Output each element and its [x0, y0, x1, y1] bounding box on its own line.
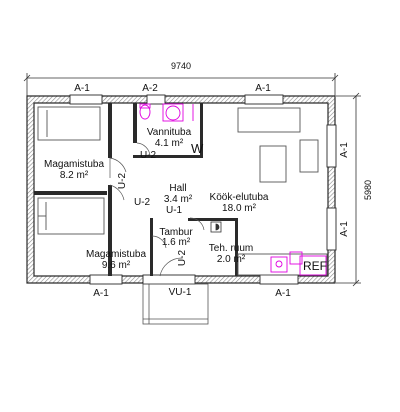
room-area-living-kitchen: 18.0 m²	[222, 203, 257, 214]
room-name-living-kitchen: Köök-elutuba	[210, 192, 269, 203]
kitchen-counter	[237, 253, 328, 276]
door-label-hall: U-1	[166, 205, 183, 216]
bathroom-fixtures	[139, 103, 194, 122]
kitchen-fixtures	[270, 251, 327, 276]
depth-dimension-label: 5980	[363, 180, 373, 200]
room-name-bathroom: Vannituba	[147, 127, 192, 138]
room-area-bedroom-lower: 9.6 m²	[102, 260, 131, 271]
window-label-right-upper: A-1	[339, 142, 350, 158]
right-dimension-line	[336, 92, 361, 287]
room-name-hall: Hall	[169, 183, 186, 194]
interior-walls	[34, 103, 238, 276]
wall-openings	[69, 94, 337, 285]
window-label-top-center: A-2	[142, 83, 158, 94]
door-label-bedroom-upper: U-2	[117, 173, 128, 190]
exterior-walls	[26, 95, 336, 284]
fridge-label: REF	[303, 259, 327, 273]
room-name-bedroom-upper: Magamistuba	[44, 159, 104, 170]
door-label-entrance: VU-1	[169, 287, 192, 298]
door-label-bedroom-lower: U-2	[134, 197, 151, 208]
window-label-bottom-left: A-1	[93, 288, 109, 299]
room-area-hall: 3.4 m²	[164, 194, 193, 205]
room-name-technical: Teh. ruum	[209, 243, 253, 254]
top-dimension-line	[23, 73, 339, 96]
window-label-right-lower: A-1	[339, 221, 350, 237]
width-dimension-label: 9740	[171, 61, 191, 71]
bed-upper	[37, 106, 101, 141]
bed-lower	[37, 197, 105, 235]
boiler-icon	[210, 221, 222, 233]
room-area-bedroom-upper: 8.2 m²	[60, 170, 89, 181]
entrance-porch	[142, 283, 209, 325]
room-name-bedroom-lower: Magamistuba	[86, 249, 146, 260]
window-label-bottom-right: A-1	[275, 288, 291, 299]
room-area-technical: 2.0 m²	[217, 254, 246, 265]
door-label-tambur: U-2	[177, 250, 188, 267]
door-swings	[109, 142, 205, 277]
door-label-bathroom: U-2	[140, 150, 157, 161]
washer-label: W	[191, 141, 204, 156]
window-label-top-left: A-1	[74, 83, 90, 94]
window-label-top-right: A-1	[255, 83, 271, 94]
room-area-tambur: 1.6 m²	[162, 237, 191, 248]
room-name-tambur: Tambur	[159, 227, 193, 238]
room-area-bathroom: 4.1 m²	[155, 138, 184, 149]
living-room-furniture	[237, 107, 319, 183]
